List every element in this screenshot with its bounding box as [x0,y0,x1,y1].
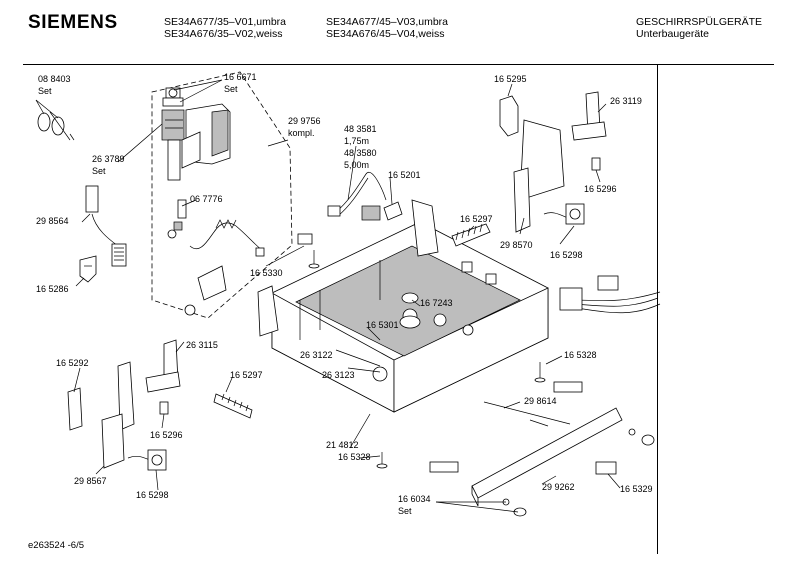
label-167243: 16 7243 [420,298,453,308]
label-165328-left: 16 5328 [338,452,371,462]
model-line: SE34A676/35–V02,weiss [164,28,283,40]
label-165330: 16 5330 [250,268,283,278]
hinge-clip-part [79,255,97,283]
lock-part [543,203,585,225]
label-483580-len: 5,00m [344,160,369,170]
level-hose-part [189,219,265,257]
clamp-set-part [37,111,75,141]
label-165298-right: 16 5298 [550,250,583,260]
hinge-lower-part [145,339,181,393]
category-block: GESCHIRRSPÜLGERÄTE Unterbaugeräte [636,16,762,40]
label-165292: 16 5292 [56,358,89,368]
clip-right-part [591,157,601,171]
label-263122: 26 3122 [300,350,333,360]
category-subtitle: Unterbaugeräte [636,28,709,40]
label-299262: 29 9262 [542,482,575,492]
label-088403: 08 8403 [38,74,71,84]
inlet-valve-part [161,87,185,181]
plinth-panel-part [471,407,623,507]
label-165329: 16 5329 [620,484,653,494]
pressure-switch-part [184,265,227,316]
label-483580: 48 3580 [344,148,377,158]
label-214812: 21 4812 [326,440,359,450]
label-165328-right: 16 5328 [564,350,597,360]
mains-cable-part [327,171,387,221]
label-299756-kompl: kompl. [288,128,315,138]
label-165297-left: 16 5297 [230,370,263,380]
label-166671-set: Set [224,84,238,94]
label-298567: 29 8567 [74,476,107,486]
hose-clip-part [167,199,187,239]
bracket-lower-left-part [67,361,135,469]
label-067776: 06 7776 [190,194,223,204]
bracket-upper-part [499,95,565,233]
document-id: e263524 -6/5 [28,540,84,551]
plinth-rod-part [483,401,571,427]
label-165296-left: 16 5296 [150,430,183,440]
margin-rule [657,65,658,554]
clip-set-part [502,498,527,517]
label-165297-right: 16 5297 [460,214,493,224]
connector-part [383,201,403,221]
spray-rail-left-part [213,393,253,419]
model-line: SE34A677/45–V03,umbra [326,16,449,28]
model-list-2: SE34A677/45–V03,umbra SE34A676/45–V04,we… [326,16,448,40]
label-263119: 26 3119 [610,96,642,106]
foot-screws-part [376,362,583,473]
valve-kit-outline [151,71,293,319]
clip-lower-part [159,401,169,415]
label-263789: 26 3789 [92,154,125,164]
label-165201: 16 5201 [388,170,421,180]
header-rule [23,64,774,65]
label-263123: 26 3123 [322,370,355,380]
label-088403-set: Set [38,86,52,96]
leader-lines [35,79,621,513]
valve-bracket-part [181,103,231,169]
hose-part [85,185,127,267]
screw-part [297,233,320,269]
label-165296-right: 16 5296 [584,184,617,194]
model-line: SE34A676/45–V04,weiss [326,28,445,40]
label-299756: 29 9756 [288,116,321,126]
label-298614: 29 8614 [524,396,557,406]
category-title: GESCHIRRSPÜLGERÄTE [636,16,763,28]
float-part [399,292,421,329]
label-263115: 26 3115 [186,340,218,350]
model-list-1: SE34A677/35–V01,umbra SE34A676/35–V02,we… [164,16,286,40]
wiring-harness-part [559,275,661,314]
base-tub-part [257,199,549,413]
label-166671: 16 6671 [224,72,257,82]
model-line: SE34A677/35–V01,umbra [164,16,287,28]
label-166034-set: Set [398,506,412,516]
label-298570: 29 8570 [500,240,533,250]
spray-rail-part [451,223,491,247]
adjust-foot-part [595,428,655,475]
lock-lower-part [127,449,167,471]
brand-logo: SIEMENS [28,12,118,33]
label-165298-left: 16 5298 [136,490,169,500]
label-165301: 16 5301 [366,320,399,330]
label-483581-len: 1,75m [344,136,369,146]
label-298564: 29 8564 [36,216,69,226]
label-166034: 16 6034 [398,494,431,504]
label-483581: 48 3581 [344,124,377,134]
hinge-bracket-part [571,91,607,141]
label-165286: 16 5286 [36,284,69,294]
label-263789-set: Set [92,166,106,176]
label-165295: 16 5295 [494,74,527,84]
